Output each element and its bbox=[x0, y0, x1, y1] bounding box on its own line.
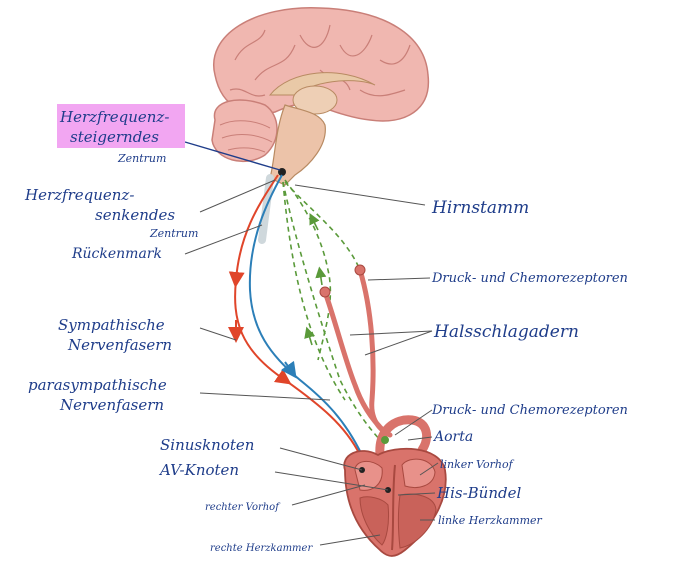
afferent-arrow-1 bbox=[309, 212, 320, 231]
heart-illustration bbox=[343, 447, 447, 557]
parasympathetic-fiber bbox=[248, 174, 363, 456]
brain-illustration bbox=[211, 7, 430, 186]
labels: Herzfrequenz- steigerndes Zentrum Herzfr… bbox=[24, 108, 628, 554]
label-druck-chemo-top: Druck- und Chemorezeptoren bbox=[431, 271, 628, 286]
afferent-arrow-3 bbox=[304, 326, 315, 346]
cerebellum bbox=[211, 99, 278, 163]
label-senkendes-3: Zentrum bbox=[149, 227, 198, 240]
cerebrum bbox=[212, 7, 430, 122]
brainstem bbox=[269, 104, 326, 186]
label-rechte-herzkammer: rechte Herzkammer bbox=[210, 543, 313, 554]
label-linke-herzkammer: linke Herzkammer bbox=[438, 514, 543, 527]
label-his-buendel: His-Bündel bbox=[436, 484, 521, 502]
label-halsschlagadern: Halsschlagadern bbox=[433, 322, 579, 342]
aortic-arch bbox=[375, 415, 432, 460]
label-steigerndes-2: steigerndes bbox=[70, 128, 159, 146]
receptor-bulb-right bbox=[354, 264, 366, 276]
label-hirnstamm: Hirnstamm bbox=[431, 198, 529, 218]
aortic-receptor bbox=[381, 436, 389, 444]
carotid-arteries bbox=[322, 267, 393, 438]
left-atrium bbox=[401, 458, 436, 488]
label-senkendes-2: senkendes bbox=[95, 206, 175, 224]
label-senkendes-1: Herzfrequenz- bbox=[24, 186, 134, 204]
label-linker-vorhof: linker Vorhof bbox=[440, 458, 515, 471]
label-rueckenmark: Rückenmark bbox=[71, 246, 162, 262]
label-steigerndes-1: Herzfrequenz- bbox=[59, 108, 169, 126]
afferent-fibers bbox=[282, 179, 386, 446]
label-steigerndes-3: Zentrum bbox=[117, 152, 166, 165]
parasympathetic-arrow bbox=[280, 360, 297, 379]
right-ventricle bbox=[359, 496, 389, 546]
label-aorta: Aorta bbox=[432, 429, 473, 445]
label-druck-chemo-bottom: Druck- und Chemorezeptoren bbox=[431, 403, 628, 418]
label-av-knoten: AV-Knoten bbox=[158, 461, 239, 479]
label-sympathische-1: Sympathische bbox=[58, 316, 165, 334]
afferent-arrow-2 bbox=[315, 266, 327, 286]
corpus-callosum bbox=[268, 72, 376, 96]
cerebellum-folia bbox=[219, 120, 273, 153]
thalamus bbox=[292, 85, 338, 115]
label-sympathische-2: Nervenfasern bbox=[67, 336, 172, 354]
label-rechter-vorhof: rechter Vorhof bbox=[205, 502, 281, 513]
label-sinusknoten: Sinusknoten bbox=[160, 436, 254, 454]
label-parasympathische-1: parasympathische bbox=[28, 376, 167, 394]
label-highlight bbox=[57, 104, 185, 148]
label-parasympathische-2: Nervenfasern bbox=[59, 396, 164, 414]
leader-lines bbox=[184, 141, 439, 546]
left-ventricle bbox=[398, 493, 437, 549]
receptor-bulb-left bbox=[319, 286, 331, 298]
heart-septum bbox=[391, 464, 396, 551]
